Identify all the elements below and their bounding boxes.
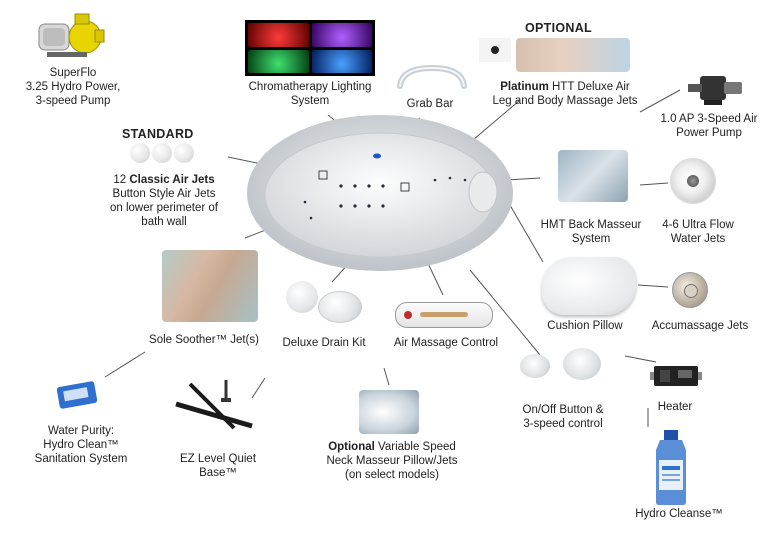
- air-pump-icon: [688, 76, 742, 105]
- accumassage-label: Accumassage Jets: [651, 320, 749, 332]
- onoff-button-icon: [520, 354, 550, 378]
- ultra-flow-jet-icon: [670, 158, 716, 204]
- hydro-cleanse-label: Hydro Cleanse™: [635, 508, 723, 520]
- accumassage-jet-icon: [672, 272, 708, 308]
- hmt-label: HMT Back Masseur System: [540, 219, 642, 245]
- cushion-pillow-icon: [542, 257, 636, 315]
- grab-bar-icon: [397, 64, 467, 89]
- standard-header: STANDARD: [122, 127, 194, 141]
- sole-soother-icon: [162, 250, 258, 322]
- platinum-photo: [516, 38, 630, 72]
- drain-kit-icon: [286, 281, 318, 313]
- platinum-jet-icon: [479, 38, 511, 62]
- bathtub-icon: [247, 115, 513, 271]
- onoff-label: On/Off Button & 3-speed control: [522, 404, 604, 430]
- air-control-icon: [395, 302, 493, 328]
- hmt-photo-icon: [558, 150, 628, 202]
- level-base-icon: [175, 380, 253, 430]
- drain-kit-label: Deluxe Drain Kit: [282, 337, 366, 349]
- sole-soother-label: Sole Soother™ Jet(s): [149, 334, 259, 346]
- grab-bar-label: Grab Bar: [406, 98, 454, 110]
- drain-kit-icon: [318, 291, 362, 323]
- chromatherapy-label: Chromatherapy Lighting System: [248, 81, 372, 107]
- air-pump-label: 1.0 AP 3-Speed Air Power Pump: [660, 113, 758, 139]
- hydro-cleanse-bottle-icon: [656, 430, 686, 505]
- ultra-flow-label: 4-6 Ultra Flow Water Jets: [662, 219, 734, 245]
- purity-label: Water Purity: Hydro Clean™ Sanitation Sy…: [34, 425, 128, 465]
- level-base-label: EZ Level Quiet Base™: [179, 453, 257, 479]
- pump-icon: [38, 13, 105, 57]
- heater-label: Heater: [657, 401, 693, 413]
- platinum-label: Platinum HTT Deluxe Air Leg and Body Mas…: [492, 81, 638, 107]
- neck-masseur-icon: [359, 390, 419, 434]
- classic-jets-label: 12 Classic Air Jets Button Style Air Jet…: [109, 174, 219, 228]
- optional-header: OPTIONAL: [525, 21, 592, 35]
- onoff-button-icon: [563, 348, 601, 380]
- heater-icon: [650, 366, 702, 386]
- neck-masseur-label: Optional Variable Speed Neck Masseur Pil…: [326, 441, 458, 481]
- air-jet-icon: [174, 143, 194, 163]
- cushion-label: Cushion Pillow: [547, 320, 623, 332]
- air-control-label: Air Massage Control: [393, 337, 499, 349]
- chromatherapy-icon: [245, 20, 375, 76]
- air-jet-icon: [152, 143, 172, 163]
- air-jet-icon: [130, 143, 150, 163]
- pump-label: SuperFlo 3.25 Hydro Power, 3-speed Pump: [25, 67, 121, 107]
- hydro-clean-icon: [56, 381, 98, 409]
